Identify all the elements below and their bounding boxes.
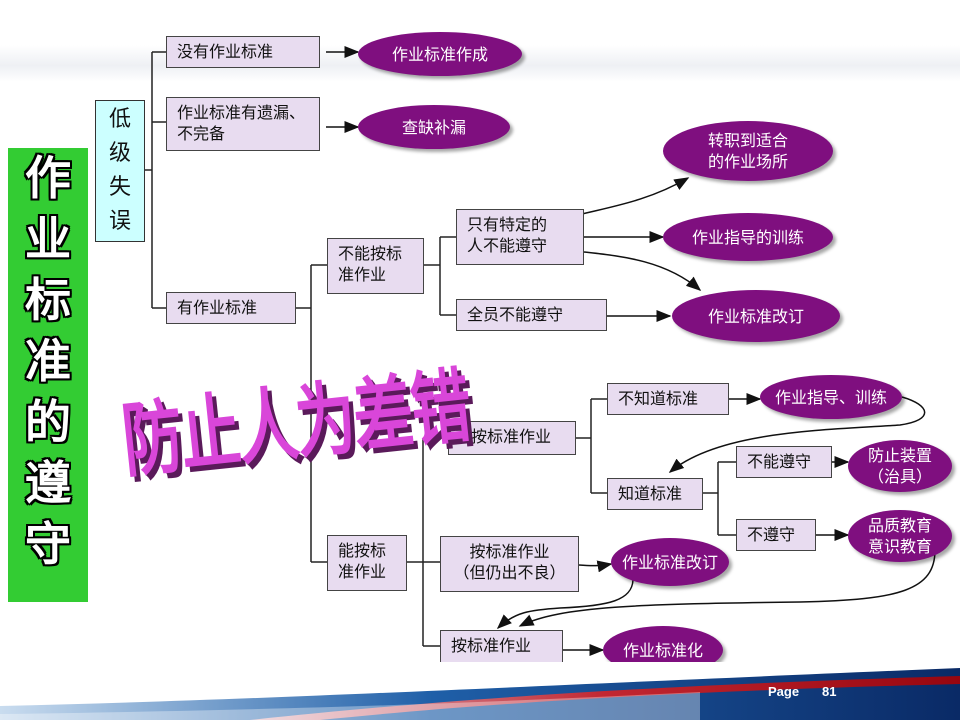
box-label: 不能按标 [338,244,403,263]
category-char: 误 [108,209,131,234]
box-not-follow-standard: 不按标准作业 [448,421,576,455]
title-char: 准 [25,334,71,388]
box-cannot-follow-standard: 不能按标 准作业 [327,238,424,294]
oval-quality-education: 品质教育 意识教育 [848,510,952,562]
box-label: 准作业 [338,265,387,284]
box-know-standard: 知道标准 [607,478,703,510]
title-char: 作 [25,151,71,205]
title-char: 业 [25,212,71,266]
box-label: 知道标准 [618,484,683,503]
oval-label: 作业标准改订 [621,552,718,572]
box-label: 能按标 [338,541,387,560]
title-char: 守 [25,517,71,571]
oval-label: 转职到适合 [707,131,788,150]
box-label: 不按标准作业 [455,427,552,446]
box-label: 不知道标准 [618,389,699,408]
oval-guidance-training: 作业指导的训练 [663,213,833,261]
oval-fill-gaps: 查缺补漏 [358,105,510,149]
box-label: 没有作业标准 [177,42,274,61]
category-char: 失 [108,175,131,200]
oval-label: 品质教育 [867,516,932,535]
oval-label: （治具） [867,467,932,486]
box-follow-with-defect: 按标准作业 （但仍出不良） [440,536,579,592]
box-not-comply: 不遵守 [736,519,816,551]
box-label: 不能遵守 [747,452,812,471]
oval-revise-standard: 作业标准改订 [672,290,840,342]
box-label: （但仍出不良） [453,563,566,582]
box-label: 作业标准有遗漏、 [177,103,306,122]
box-label: 准作业 [338,562,387,581]
oval-label: 作业指导的训练 [691,227,804,247]
box-label: 不完备 [177,124,226,143]
oval-label: 的作业场所 [707,152,788,171]
box-standard-incomplete: 作业标准有遗漏、 不完备 [166,97,320,151]
oval-label: 防止装置 [867,446,932,465]
oval-transfer-job: 转职到适合 的作业场所 [663,121,833,181]
oval-label: 查缺补漏 [401,117,466,137]
box-label: 人不能遵守 [467,236,548,255]
box-label: 按标准作业 [451,636,532,655]
oval-revise-standard-2: 作业标准改订 [611,538,729,586]
page-number: 81 [822,684,837,699]
category-char: 级 [108,141,131,166]
box-all-staff-cannot: 全员不能遵守 [456,299,607,331]
box-label: 不遵守 [747,525,796,544]
category-low-level-mistake: 低 级 失 误 [95,100,145,242]
oval-label: 意识教育 [867,537,932,556]
title-char: 遵 [25,456,71,510]
category-char: 低 [108,107,131,132]
oval-prevention-device: 防止装置 （治具） [848,440,952,492]
oval-label: 作业标准化 [622,640,703,660]
title-char: 的 [25,395,71,449]
page-label: Page [768,684,800,699]
footer-band [0,662,960,720]
box-specific-people: 只有特定的 人不能遵守 [456,209,584,265]
box-dont-know-standard: 不知道标准 [607,383,729,415]
oval-guidance-and-training: 作业指导、训练 [760,375,902,419]
footer-swoosh [0,662,960,720]
title-bar: 作 业 标 准 的 遵 守 [8,148,88,602]
box-label: 只有特定的 [467,215,548,234]
box-follow-standard: 按标准作业 [440,630,563,664]
box-no-standard: 没有作业标准 [166,36,320,68]
oval-create-standard: 作业标准作成 [358,32,522,76]
box-has-standard: 有作业标准 [166,292,296,324]
box-cannot-comply: 不能遵守 [736,446,832,478]
box-label: 按标准作业 [469,542,550,561]
oval-label: 作业标准改订 [707,306,804,326]
title-char: 标 [25,273,71,327]
box-can-follow-standard: 能按标 准作业 [327,535,407,591]
oval-label: 作业指导、训练 [774,387,887,407]
oval-label: 作业标准作成 [391,44,488,64]
box-label: 有作业标准 [177,298,258,317]
box-label: 全员不能遵守 [467,305,564,324]
